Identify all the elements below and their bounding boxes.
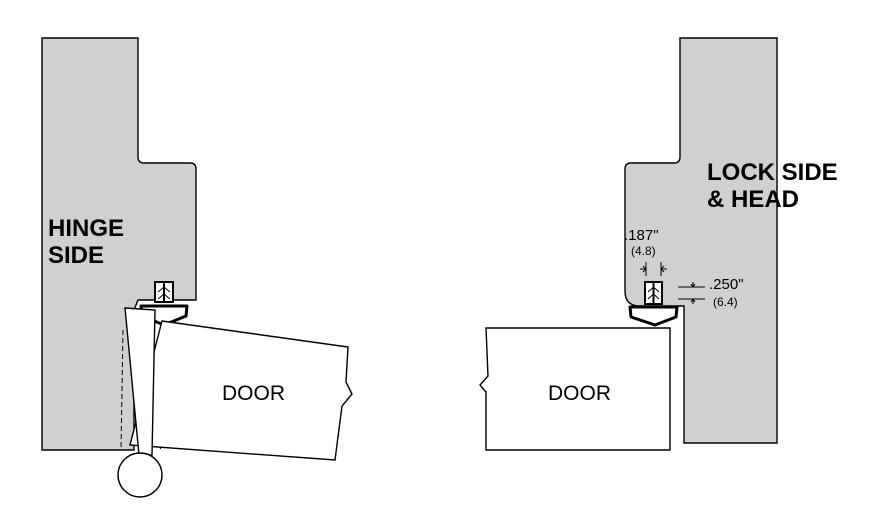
- depth-dimension: .250" (6.4): [678, 276, 744, 309]
- hinge-door-label: DOOR: [222, 382, 285, 405]
- hinge-side-panel: HINGE SIDE DOOR: [41, 37, 353, 498]
- width-dimension: .187" (4.8): [624, 227, 667, 276]
- depth-mm-label: (6.4): [713, 295, 738, 309]
- lock-side-label-line1: LOCK SIDE: [707, 159, 838, 186]
- width-in-label: .187": [624, 227, 659, 244]
- depth-in-label: .250": [709, 276, 744, 293]
- hinge-frame: [41, 37, 197, 451]
- lock-seal: [628, 281, 679, 327]
- lock-side-panel: LOCK SIDE & HEAD .187" (4.8) .250" (6.4): [479, 37, 838, 451]
- hinge-side-label-line2: SIDE: [48, 242, 104, 269]
- hinge-knuckle: [117, 452, 163, 498]
- lock-door: DOOR: [479, 327, 671, 451]
- hinge-side-label-line1: HINGE: [48, 215, 124, 242]
- hinge-arm: [117, 307, 163, 498]
- width-mm-label: (4.8): [631, 244, 656, 258]
- lock-side-label-line2: & HEAD: [707, 186, 799, 213]
- hinge-door: DOOR: [129, 320, 353, 461]
- lock-door-label: DOOR: [548, 382, 611, 405]
